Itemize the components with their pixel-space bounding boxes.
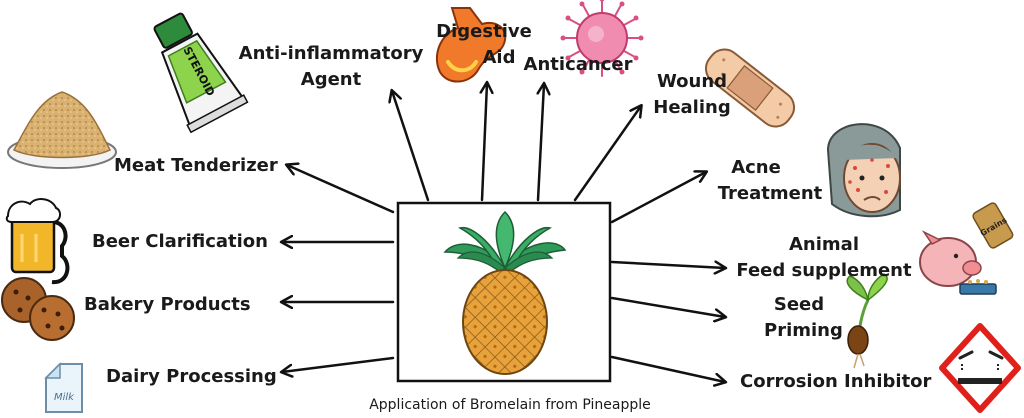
label-corrosion-inhibitor: Corrosion Inhibitor [740, 369, 931, 395]
label-animal-feed-line-1: Animal [789, 234, 859, 255]
arrow-wound-healing [573, 106, 641, 202]
label-seed-priming: Seed Priming [764, 292, 843, 344]
label-anticancer: Anticancer [520, 52, 636, 78]
label-acne-treatment: Acne Treatment [712, 155, 828, 207]
label-acne-treatment-line-2: Treatment [717, 183, 823, 204]
arrow-anti-inflammatory [392, 91, 430, 202]
label-anti-inflammatory-line-1: Anti-inflammatory [238, 43, 424, 64]
label-wound-healing: Wound Healing [646, 69, 738, 121]
label-beer-clarification: Beer Clarification [92, 229, 268, 255]
label-digestive-aid-line-2: Aid [482, 47, 516, 68]
arrow-corrosion-inhibitor [610, 355, 725, 382]
milk-carton-label: Milk [54, 392, 75, 403]
label-wound-healing-line-1: Wound [656, 71, 728, 92]
diagram-caption: Application of Bromelain from Pineapple [369, 397, 651, 413]
label-bakery-products: Bakery Products [84, 292, 251, 318]
bandage-icon [704, 48, 796, 128]
label-digestive-aid-line-1: Digestive [436, 21, 532, 42]
arrow-dairy-processing [282, 356, 395, 372]
pineapple-icon [443, 210, 567, 375]
milk-carton-icon: Milk [44, 362, 83, 413]
cookies-icon [1, 277, 75, 341]
arrow-animal-feed [610, 262, 725, 268]
label-dairy-processing-line-1: Dairy Processing [106, 366, 277, 387]
label-meat-tenderizer: Meat Tenderizer [114, 153, 278, 179]
label-wound-healing-line-2: Healing [653, 97, 731, 118]
arrow-digestive-aid [482, 83, 487, 202]
sprouting-seed-icon [846, 273, 888, 369]
arrows [282, 83, 725, 382]
label-acne-treatment-line-1: Acne [731, 157, 781, 178]
label-bakery-products-line-1: Bakery Products [84, 294, 251, 315]
label-dairy-processing: Dairy Processing [106, 364, 277, 390]
stomach-icon [435, 7, 507, 83]
label-seed-priming-line-1: Seed [773, 294, 825, 315]
acne-face-icon [826, 123, 901, 218]
label-animal-feed: Animal Feed supplement [732, 232, 916, 284]
label-beer-clarification-line-1: Beer Clarification [92, 231, 268, 252]
arrow-anticancer [538, 84, 544, 202]
powder-plate-icon [7, 91, 117, 169]
arrow-acne-treatment [610, 172, 706, 224]
label-anticancer-line-1: Anticancer [523, 54, 633, 75]
label-meat-tenderizer-line-1: Meat Tenderizer [114, 155, 278, 176]
cancer-cell-icon [560, 0, 644, 77]
arrow-meat-tenderizer [287, 165, 395, 214]
label-digestive-aid: Digestive Aid [432, 19, 536, 71]
label-anti-inflammatory-line-2: Agent [300, 69, 362, 90]
label-animal-feed-line-2: Feed supplement [736, 260, 912, 281]
label-seed-priming-line-2: Priming [764, 320, 843, 341]
pig-feed-icon: Grains [919, 202, 1014, 295]
label-corrosion-inhibitor-line-1: Corrosion Inhibitor [740, 371, 932, 392]
label-anti-inflammatory: Anti-inflammatory Agent [236, 41, 426, 93]
corrosive-hazard-icon [939, 323, 1021, 413]
beer-mug-icon [5, 198, 70, 285]
arrow-seed-priming [610, 296, 725, 317]
steroid-tube-icon: STEROID [153, 12, 249, 134]
